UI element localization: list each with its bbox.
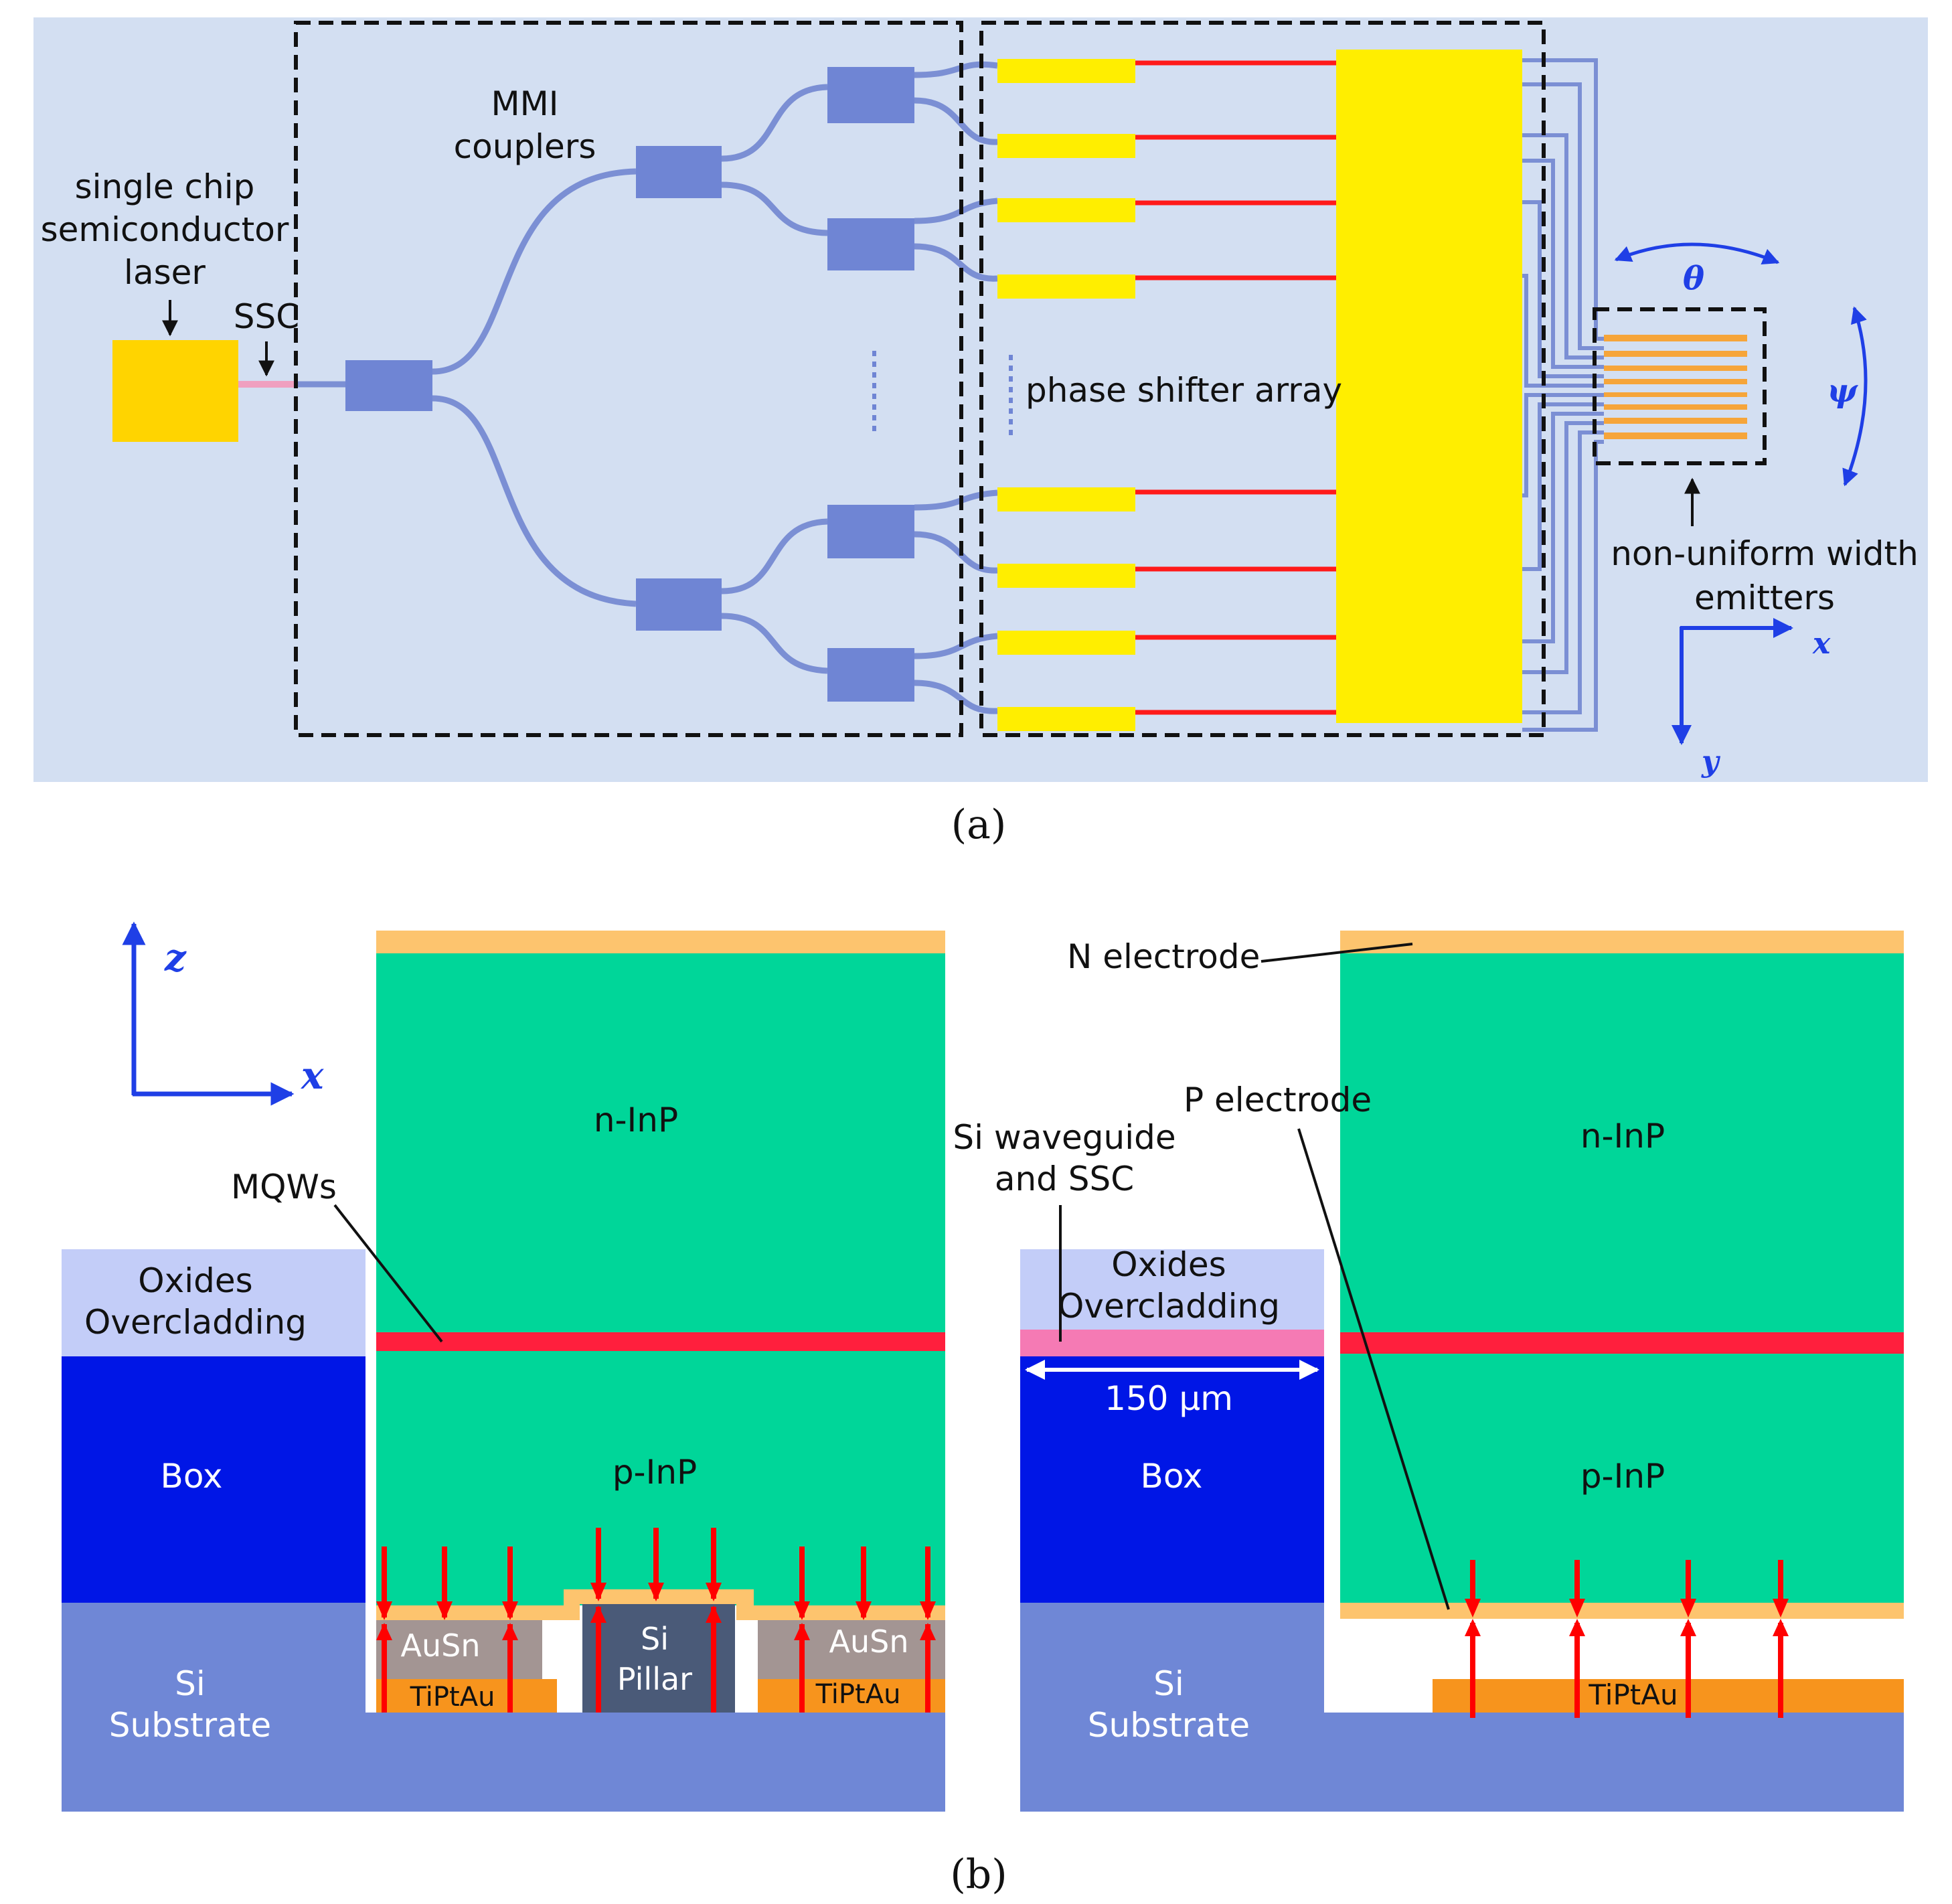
si-waveguide-ssc (1020, 1330, 1324, 1356)
emitter-dashed-box (1593, 307, 1767, 465)
tiptau-right-label: TiPtAu (815, 1679, 901, 1710)
panel-a: single chip semiconductor laser SSC MMI … (33, 17, 1928, 782)
phase-shifter-label: phase shifter array (1026, 371, 1342, 410)
mmi-dashed-box (294, 21, 963, 737)
oxides-label-line1: Oxides (138, 1261, 252, 1300)
n-electrode-pointer (1260, 943, 1413, 963)
emitter-array (1604, 335, 1747, 439)
arrow-heads-left (376, 1583, 936, 1640)
ausn-left-label: AuSn (401, 1628, 481, 1664)
axis-x-label-b: x (301, 1054, 324, 1098)
laser-label-line1: single chip (75, 167, 255, 206)
mmi-coupler (827, 648, 914, 702)
caption-a: (a) (951, 801, 1007, 848)
mmi-coupler (636, 578, 722, 631)
n-electrode (1340, 931, 1904, 953)
mmi-coupler (345, 360, 432, 411)
p-inp-label: p-InP (613, 1453, 697, 1492)
si-pillar-label-line2: Pillar (617, 1661, 692, 1697)
p-electrode-label: P electrode (1184, 1081, 1372, 1119)
axis-y-label: y (1701, 744, 1721, 779)
tiptau-left-label: TiPtAu (410, 1682, 495, 1713)
n-electrode-label: N electrode (1067, 937, 1260, 976)
p-inp-right-label: p-InP (1580, 1457, 1665, 1496)
mmi-coupler-array (345, 67, 914, 702)
ssc-label: SSC (234, 297, 299, 336)
buried-oxide-box (62, 1356, 365, 1603)
mmi-label-line2: couplers (454, 127, 596, 166)
phase-shifter-array (997, 59, 1336, 731)
tiptau-left (376, 1679, 557, 1713)
box-right-label: Box (1141, 1457, 1203, 1496)
si-substrate-label-line2: Substrate (109, 1706, 271, 1745)
axis-x-label: x (1812, 627, 1831, 661)
p-inp-layer (376, 1351, 945, 1605)
p-electrode-pointer (1297, 1128, 1450, 1610)
mmi-label-line1: MMI (491, 84, 558, 123)
si-substrate-label-line1: Si (175, 1664, 206, 1703)
mmi-coupler (827, 67, 914, 123)
theta-arrow (1614, 242, 1780, 264)
si-substrate-right-label-line1: Si (1153, 1664, 1184, 1703)
p-electrode (1340, 1603, 1904, 1619)
tiptau-right-pad-label: TiPtAu (1588, 1678, 1678, 1711)
oxide-overcladding-right (1020, 1249, 1324, 1330)
psi-arrow (1842, 306, 1868, 487)
top-electrode (376, 931, 945, 953)
mqw-layer-right (1340, 1332, 1904, 1354)
n-inp-layer-right (1340, 953, 1904, 1332)
laser-chip (112, 340, 238, 442)
si-waveguide-label-line2: and SSC (995, 1160, 1134, 1198)
tiptau-right (758, 1679, 945, 1713)
mqws-pointer (333, 1204, 443, 1343)
mmi-coupler (636, 146, 722, 198)
n-inp-layer (376, 953, 945, 1332)
mqw-layer (376, 1332, 945, 1351)
buried-oxide-box-right (1020, 1356, 1324, 1603)
emitters-label-line2: emitters (1694, 578, 1835, 617)
width-label: 150 μm (1105, 1379, 1233, 1418)
laser-label-line2: semiconductor (41, 210, 289, 249)
laser-label-line3: laser (124, 253, 206, 292)
panel-b-right: N electrode P electrode Si waveguide and… (953, 931, 1904, 1812)
box-label: Box (161, 1457, 223, 1496)
ausn-left (376, 1620, 542, 1679)
oxides-right-label-line1: Oxides (1111, 1245, 1226, 1284)
theta-label: θ (1683, 260, 1704, 297)
oxides-right-label-line2: Overcladding (1058, 1287, 1280, 1326)
oxides-label-line2: Overcladding (84, 1303, 307, 1342)
emitters-label-line1: non-uniform width (1611, 534, 1919, 573)
caption-b: (b) (950, 1851, 1007, 1898)
common-electrode-pad (1336, 50, 1522, 723)
arrow-heads-right (1465, 1599, 1789, 1636)
si-waveguide-label-line1: Si waveguide (953, 1118, 1175, 1157)
axis-z-label: z (164, 936, 187, 980)
psi-label: ψ (1827, 372, 1858, 410)
ausn-right (758, 1620, 945, 1679)
n-inp-label: n-InP (594, 1101, 678, 1139)
ausn-right-label: AuSn (829, 1623, 909, 1660)
mmi-coupler (827, 505, 914, 558)
panel-b-left: z x n-InP MQWs p-InP Oxides Overcladding… (62, 921, 945, 1812)
mqws-label: MQWs (231, 1168, 337, 1206)
oxide-overcladding (62, 1249, 365, 1356)
n-inp-right-label: n-InP (1580, 1117, 1665, 1156)
tiptau-pad-right (1433, 1679, 1904, 1713)
phase-dashed-box (979, 21, 1546, 737)
si-substrate-right-label-line2: Substrate (1088, 1706, 1250, 1745)
si-pillar-label-line1: Si (641, 1621, 669, 1657)
mmi-coupler (827, 218, 914, 270)
